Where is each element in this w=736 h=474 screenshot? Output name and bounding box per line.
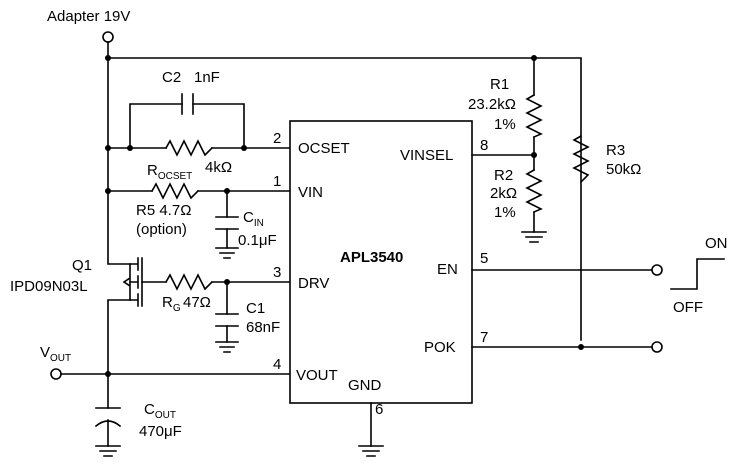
c2-capacitor <box>181 93 194 115</box>
cout-value: 470μF <box>139 423 182 440</box>
cin-capacitor <box>215 216 239 230</box>
q1-mosfet-icon <box>122 257 143 307</box>
left-rail-wire <box>107 57 131 265</box>
pin-drv-name: DRV <box>298 275 329 292</box>
switch-on-label: ON <box>705 235 728 252</box>
junction-dot <box>127 145 133 151</box>
junction-dot <box>241 145 247 151</box>
c1-ground-icon <box>215 341 239 353</box>
cout-ref: COUT <box>144 401 176 421</box>
rg-value: 47Ω <box>183 294 211 311</box>
on-off-step-icon <box>670 258 725 290</box>
top-rail-wire <box>107 41 582 341</box>
q1-ref: Q1 <box>72 257 92 274</box>
pin-ocset-num: 2 <box>273 130 281 147</box>
r3-ref: R3 <box>606 142 625 159</box>
r2-resistor <box>525 168 543 214</box>
apl3540-chip <box>289 120 473 404</box>
r2-tol: 1% <box>494 204 516 221</box>
vout-terminal[interactable] <box>50 368 62 380</box>
q1-source-wire <box>107 299 131 375</box>
supply-terminal[interactable] <box>102 31 114 43</box>
r3-resistor-zigzag <box>572 134 590 184</box>
c1-value: 68nF <box>246 319 280 336</box>
pok-terminal[interactable] <box>651 341 663 353</box>
r3-value: 50kΩ <box>606 161 641 178</box>
c2-branch-wire <box>129 103 245 149</box>
supply-label: Adapter 19V <box>47 8 130 25</box>
r1-ref: R1 <box>490 76 509 93</box>
pin-vin-name: VIN <box>298 184 323 201</box>
c2-ref: C2 <box>162 69 181 86</box>
pin-pok-name: POK <box>424 339 456 356</box>
r1-value: 23.2kΩ <box>468 96 516 113</box>
rocset-ref: ROCSET <box>147 162 192 182</box>
junction-dot <box>578 344 584 350</box>
pin-vinsel-num: 8 <box>480 137 488 154</box>
cout-capacitor <box>94 407 122 428</box>
pin-en-name: EN <box>437 261 458 278</box>
pin-vin-num: 1 <box>273 173 281 190</box>
cout-ground-icon <box>95 445 121 457</box>
pin-vout-num: 4 <box>273 356 281 373</box>
r2-ground-icon <box>521 231 547 243</box>
rg-resistor <box>164 273 214 291</box>
r2-ref: R2 <box>494 167 513 184</box>
chip-ground-icon <box>358 445 384 457</box>
c1-ref: C1 <box>246 300 265 317</box>
pin-pok-num: 7 <box>480 329 488 346</box>
r5-resistor <box>150 182 200 200</box>
r5-note: (option) <box>136 221 187 238</box>
r2-value: 2kΩ <box>490 185 517 202</box>
c1-capacitor <box>215 313 239 327</box>
junction-dot <box>531 152 537 158</box>
pin-vout-name: VOUT <box>296 367 338 384</box>
vout-label: VOUT <box>40 344 71 364</box>
pin-drv-num: 3 <box>273 264 281 281</box>
cin-value: 0.1μF <box>238 232 277 249</box>
q1-part: IPD09N03L <box>10 278 88 295</box>
rg-ref: RG <box>162 294 181 314</box>
pin-gnd-name: GND <box>348 377 382 394</box>
pin-vinsel-name: VINSEL <box>400 147 453 164</box>
c2-value: 1nF <box>194 69 220 86</box>
r1-tol: 1% <box>494 116 516 133</box>
pin-en-num: 5 <box>480 250 488 267</box>
en-terminal[interactable] <box>651 264 663 276</box>
cin-ground-icon <box>215 247 239 259</box>
chip-name: APL3540 <box>340 249 403 266</box>
pin-ocset-name: OCSET <box>298 140 350 157</box>
r5-label: R5 4.7Ω <box>136 202 191 219</box>
switch-off-label: OFF <box>673 299 703 316</box>
r1-resistor <box>525 93 543 139</box>
rocset-resistor <box>164 139 214 157</box>
rocset-value: 4kΩ <box>205 159 232 176</box>
cin-ref: CIN <box>243 209 264 229</box>
pin-gnd-num: 6 <box>375 401 383 418</box>
